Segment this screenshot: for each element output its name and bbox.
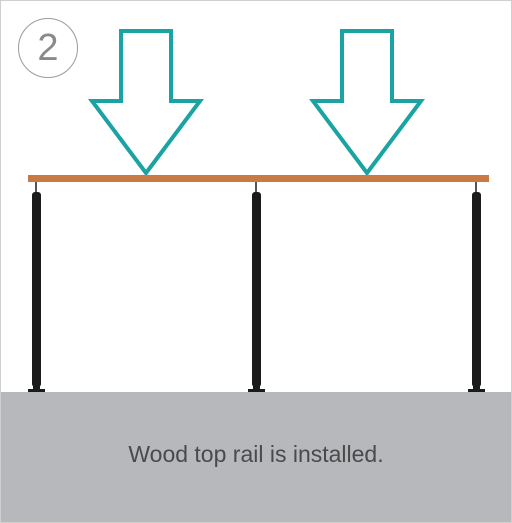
- post-middle: [248, 182, 265, 392]
- step-number-badge: 2: [18, 18, 78, 78]
- down-arrow-icon: [309, 29, 425, 177]
- ground: [1, 392, 511, 522]
- down-arrow-icon: [88, 29, 204, 177]
- wood-top-rail: [28, 175, 489, 182]
- post-right: [468, 182, 485, 392]
- caption: Wood top rail is installed.: [128, 441, 384, 467]
- post-left: [28, 182, 45, 392]
